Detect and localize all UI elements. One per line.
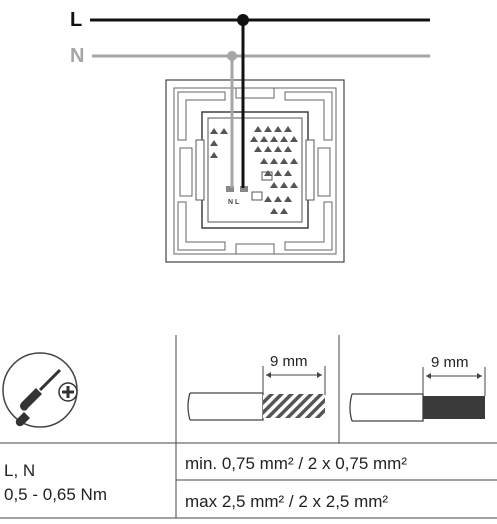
neutral-label: N bbox=[70, 45, 85, 67]
spec-table bbox=[0, 335, 497, 519]
line-label: L bbox=[70, 9, 83, 31]
stripped-cable-left bbox=[187, 366, 326, 421]
cable-spec-max: max 2,5 mm² / 2 x 2,5 mm² bbox=[185, 492, 389, 511]
strip-length-left: 9 mm bbox=[270, 353, 308, 370]
stripped-cable-right bbox=[349, 367, 486, 422]
neutral-junction bbox=[227, 51, 237, 61]
cable-spec-min: min. 0,75 mm² / 2 x 0,75 mm² bbox=[185, 454, 407, 473]
strip-length-right: 9 mm bbox=[431, 354, 469, 371]
screwdriver-phillips-icon bbox=[2, 352, 78, 428]
device-terminal-marking: N L bbox=[228, 199, 240, 206]
torque-value: 0,5 - 0,65 Nm bbox=[4, 485, 107, 504]
device-back-view bbox=[165, 14, 345, 263]
line-junction bbox=[237, 14, 249, 26]
terminal-label: L, N bbox=[4, 461, 36, 480]
